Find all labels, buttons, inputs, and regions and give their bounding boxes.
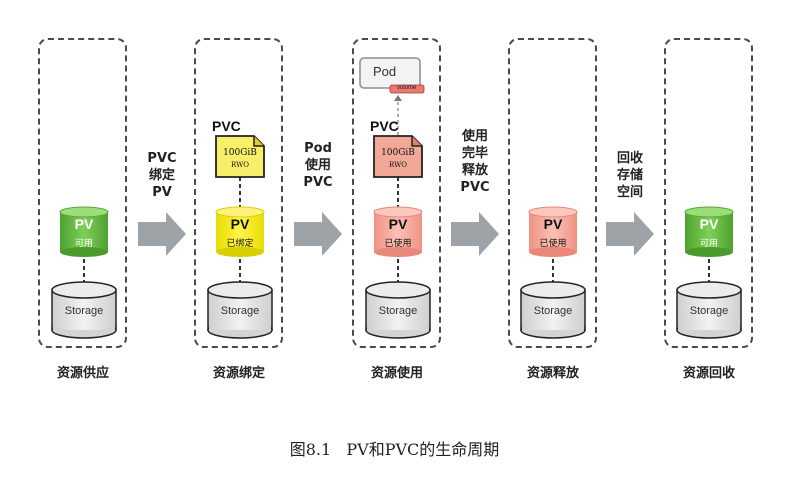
transition-arrow-3 <box>451 212 499 256</box>
pv-title: PV <box>699 216 719 232</box>
stage-label-provisioning: 资源供应 <box>56 366 109 381</box>
pvc-label: PVC <box>370 118 399 134</box>
stage-panel-4 <box>508 38 597 348</box>
pv-title: PV <box>388 216 408 232</box>
storage-label: Storage <box>64 305 104 317</box>
transition-arrow-4 <box>606 212 654 256</box>
pod-box <box>359 57 425 94</box>
arrow-label-line: 使用 <box>304 158 331 173</box>
storage-label: Storage <box>378 305 418 317</box>
pvc-access-mode: RWO <box>388 161 408 169</box>
arrow-label-line: 完毕 <box>461 146 488 161</box>
pv-status: 可用 <box>74 239 93 249</box>
figure-caption: 图8.1 PV和PVC的生命周期 <box>289 440 500 459</box>
stage-label-using: 资源使用 <box>370 366 423 381</box>
storage-label: Storage <box>220 305 260 317</box>
arrow-label-1: PVC 绑定 PV <box>127 150 197 201</box>
stage-panel-5 <box>664 38 753 348</box>
pv-status: 可用 <box>699 239 718 249</box>
pv-title: PV <box>230 216 250 232</box>
pod-label: Pod <box>373 64 397 79</box>
pv-status: 已使用 <box>384 239 412 249</box>
storage-cylinder <box>51 281 117 339</box>
arrow-label-line: 释放 <box>461 163 488 178</box>
storage-cylinder <box>676 281 742 339</box>
pv-cylinder <box>373 206 423 257</box>
stage-3-graphics <box>359 57 431 339</box>
pv-cylinder <box>528 206 578 257</box>
arrow-label-3: 使用 完毕 释放 PVC <box>440 128 510 196</box>
stage-panel-2 <box>194 38 283 348</box>
stage-panel-1 <box>38 38 127 348</box>
pvc-document <box>215 135 265 178</box>
arrow-label-line: PVC <box>303 175 333 190</box>
arrow-label-line: 绑定 <box>148 168 175 183</box>
storage-cylinder <box>520 281 586 339</box>
pv-status: 已使用 <box>539 239 567 249</box>
arrow-label-line: PV <box>152 185 172 200</box>
arrow-label-line: Pod <box>304 141 332 156</box>
transition-arrow-2 <box>294 212 342 256</box>
stage-panel-3 <box>352 38 441 348</box>
stage-1-graphics <box>51 206 117 339</box>
pv-cylinder <box>59 206 109 257</box>
pv-status: 已绑定 <box>226 239 254 249</box>
pv-title: PV <box>74 216 94 232</box>
arrow-label-line: 存储 <box>616 168 643 183</box>
pvc-size: 100GiB <box>381 148 415 158</box>
arrow-label-2: Pod 使用 PVC <box>283 140 353 191</box>
storage-label: Storage <box>533 305 573 317</box>
arrow-label-line: 回收 <box>616 151 643 166</box>
arrow-label-line: 空间 <box>616 185 643 200</box>
pod-volume-label: volume <box>397 85 417 91</box>
arrow-label-line: PVC <box>147 151 177 166</box>
stage-2-graphics <box>207 135 273 339</box>
pv-cylinder <box>684 206 734 257</box>
stage-5-graphics <box>676 206 742 339</box>
pvc-document <box>373 135 423 178</box>
pvc-label: PVC <box>212 118 241 134</box>
transition-arrow-1 <box>138 212 186 256</box>
stage-label-reclaiming: 资源回收 <box>682 366 735 381</box>
pvc-access-mode: RWO <box>230 161 250 169</box>
stage-label-binding: 资源绑定 <box>212 366 265 381</box>
arrow-label-line: PVC <box>460 180 490 195</box>
pv-title: PV <box>543 216 563 232</box>
stage-4-graphics <box>520 206 586 339</box>
storage-cylinder <box>365 281 431 339</box>
stage-label-releasing: 资源释放 <box>526 366 579 381</box>
pv-cylinder <box>215 206 265 257</box>
arrow-label-4: 回收 存储 空间 <box>595 150 665 201</box>
arrow-label-line: 使用 <box>461 129 488 144</box>
storage-cylinder <box>207 281 273 339</box>
storage-label: Storage <box>689 305 729 317</box>
pvc-size: 100GiB <box>223 148 257 158</box>
